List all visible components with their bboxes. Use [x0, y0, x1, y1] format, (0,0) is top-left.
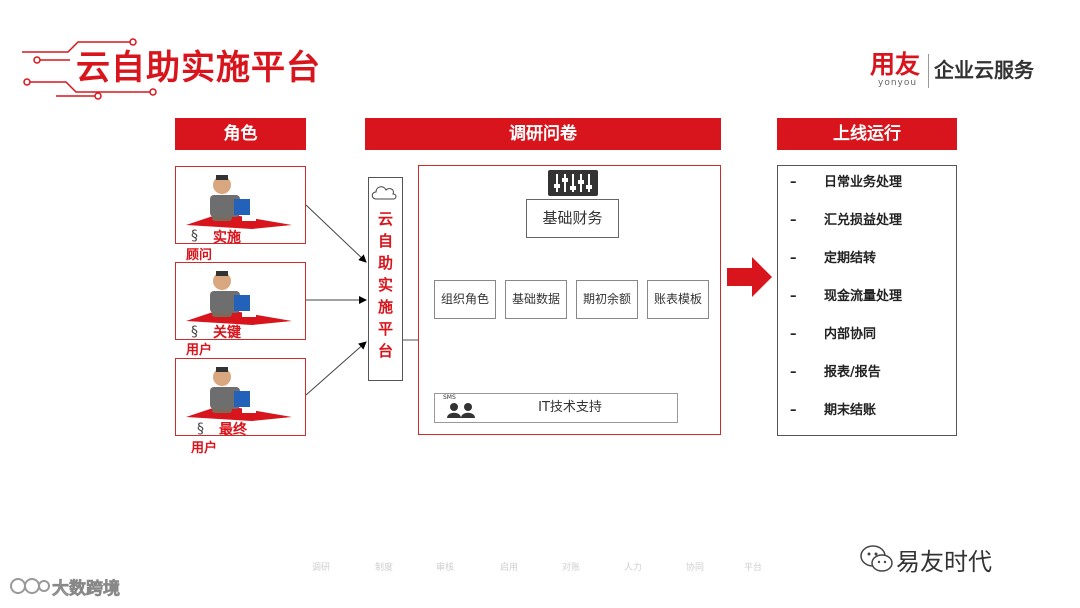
list-item-label: 内部协同	[824, 327, 876, 342]
list-dash: –	[790, 250, 824, 268]
footer-faint-label: 对账	[562, 560, 580, 573]
users-icon	[444, 401, 480, 419]
list-item-label: 日常业务处理	[824, 175, 902, 190]
list-item: –汇兑损益处理	[790, 212, 950, 230]
list-dash: –	[790, 326, 824, 344]
platform-char: 平	[368, 318, 403, 340]
list-item: –现金流量处理	[790, 288, 950, 306]
watermark-left: 大数跨境	[52, 574, 120, 599]
list-dash: –	[790, 212, 824, 230]
platform-char: 施	[368, 296, 403, 318]
footer-faint-label: 人力	[624, 560, 642, 573]
sub-box-base-data: 基础数据	[505, 280, 567, 319]
list-item-label: 现金流量处理	[824, 289, 902, 304]
list-item: –内部协同	[790, 326, 950, 344]
list-item-label: 定期结转	[824, 251, 876, 266]
platform-char: 自	[368, 230, 403, 252]
watermark-logo-icon	[8, 574, 52, 598]
footer-faint-label: 启用	[500, 560, 518, 573]
list-item: –日常业务处理	[790, 174, 950, 192]
watermark-right: 易友时代	[896, 542, 992, 577]
sub-box-org-roles: 组织角色	[434, 280, 496, 319]
sub-box-opening-balance: 期初余额	[576, 280, 638, 319]
sub-box-report-template: 账表模板	[647, 280, 709, 319]
list-dash: –	[790, 402, 824, 420]
list-item-label: 期末结账	[824, 403, 876, 418]
platform-char: 云	[368, 208, 403, 230]
list-item: –定期结转	[790, 250, 950, 268]
list-item-label: 汇兑损益处理	[824, 213, 902, 228]
footer-faint-label: 调研	[312, 560, 330, 573]
cloud-icon	[370, 182, 398, 202]
platform-char: 实	[368, 274, 403, 296]
it-support-label: IT技术支持	[480, 393, 660, 423]
footer-faint-label: 制度	[375, 560, 393, 573]
platform-vertical-label: 云 自 助 实 施 平 台	[368, 208, 403, 362]
footer-faint-label: 审核	[436, 560, 454, 573]
platform-char: 助	[368, 252, 403, 274]
footer-faint-label: 平台	[744, 560, 762, 573]
list-dash: –	[790, 174, 824, 192]
list-item: –报表/报告	[790, 364, 950, 382]
list-dash: –	[790, 364, 824, 382]
control-panel-icon	[548, 170, 598, 196]
list-item: –期末结账	[790, 402, 950, 420]
list-item-label: 报表/报告	[824, 365, 881, 380]
platform-char: 台	[368, 340, 403, 362]
footer-faint-label: 协同	[686, 560, 704, 573]
wechat-icon	[860, 544, 894, 574]
list-dash: –	[790, 288, 824, 306]
sms-label: SMS	[443, 394, 456, 401]
base-finance-box: 基础财务	[526, 199, 619, 238]
